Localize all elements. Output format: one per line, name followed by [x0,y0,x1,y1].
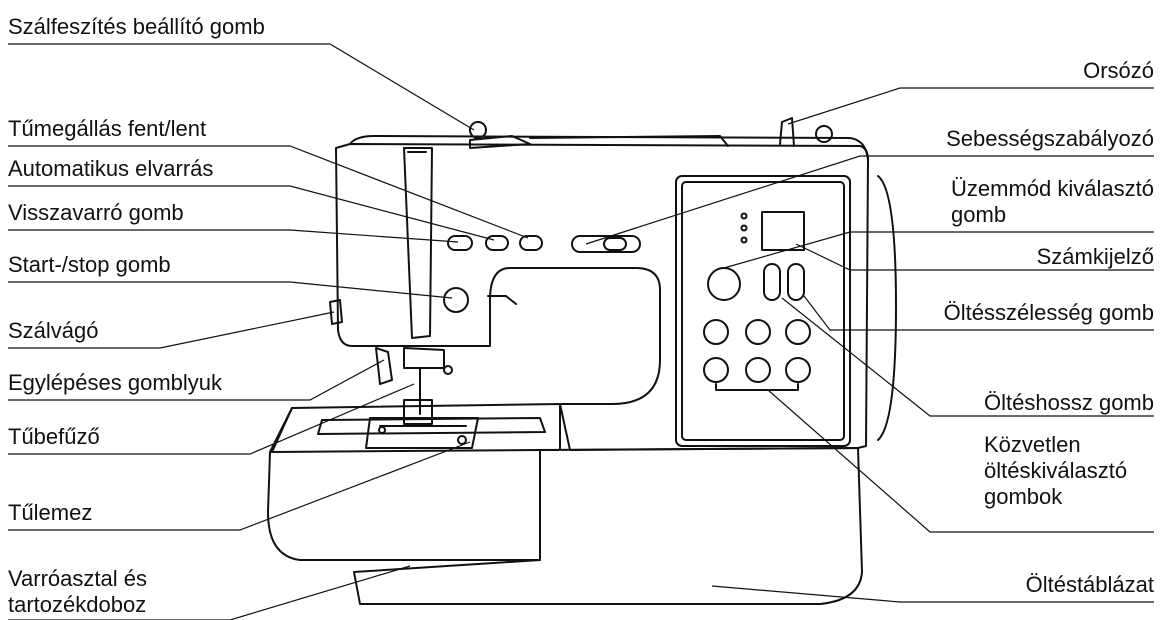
box-front [271,407,541,453]
label-needle-updown: Tűmegállás fent/lent [8,116,207,141]
leader-needle-plate [8,441,471,531]
leader-start-stop [8,281,453,299]
needle-plate [365,417,479,449]
start-stop-button [443,287,469,313]
label-tension: Szálfeszítés beállító gomb [8,14,265,39]
label-needle-plate: Tűlemez [8,500,93,525]
speed-slider [571,235,641,253]
leader-threader [8,383,415,455]
leader-reverse [8,229,459,243]
leader-needle-updown [8,145,529,239]
leader-buttonhole [8,359,385,401]
label-start-stop: Start-/stop gomb [8,252,171,277]
label-width: Öltésszélesség gomb [943,300,1154,325]
leader-length [781,297,1154,417]
label-display: Számkijelző [1036,244,1154,269]
label-length: Öltéshossz gomb [984,390,1154,415]
label-mode: Üzemmód kiválasztó gomb [951,176,1154,227]
leader-chart [711,585,1154,603]
label-threader: Tűbefűző [8,424,100,449]
leader-cutter [8,311,335,349]
leader-direct [767,389,1154,533]
width-button-left [763,263,781,301]
width-button-right [787,263,805,301]
leader-display [795,243,1154,271]
label-auto-lock: Automatikus elvarrás [8,156,214,181]
label-reverse: Visszavarró gomb [8,200,184,225]
label-direct: Közvetlen öltéskiválasztó gombok [984,432,1128,509]
label-speed: Sebességszabályozó [946,126,1154,151]
leader-spool [787,87,1154,125]
number-display [761,211,805,251]
leader-table-box [8,565,411,620]
label-spool: Orsózó [1083,58,1154,83]
label-cutter: Szálvágó [8,318,99,343]
leader-auto-lock [8,185,495,241]
leader-width [803,295,1154,331]
label-chart: Öltéstáblázat [1025,572,1154,597]
leader-speed [585,155,1154,245]
control-panel [675,175,851,447]
label-table-box: Varróasztal és tartozékdoboz [8,566,147,617]
label-buttonhole: Egylépéses gomblyuk [8,370,223,395]
leader-mode [723,231,1154,269]
leader-tension [8,43,475,131]
